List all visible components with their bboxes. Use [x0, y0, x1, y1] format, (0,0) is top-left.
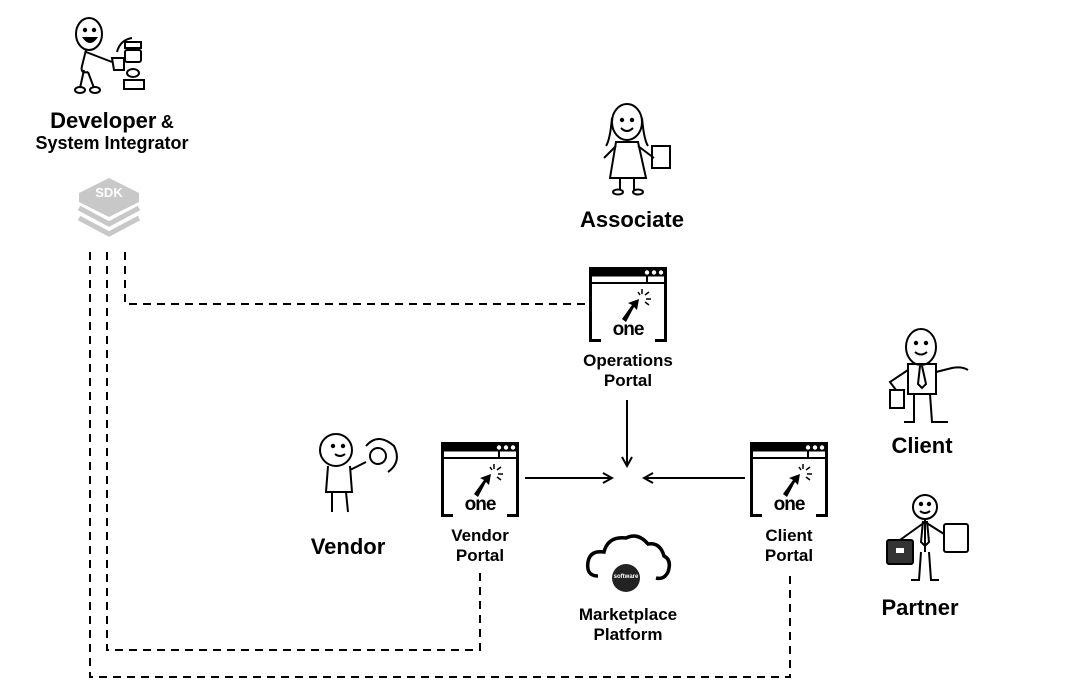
sdk-icon — [77, 178, 141, 237]
client-portal-label[interactable]: Client Portal — [729, 526, 849, 565]
vendor-label: Vendor — [310, 534, 386, 559]
marketplace-platform-label-line1: Marketplace — [578, 605, 678, 624]
developer-amp: & — [160, 112, 174, 132]
vendor-figure-icon — [319, 433, 398, 513]
operations-portal-label[interactable]: Operations Portal — [568, 351, 688, 390]
client-portal-brand: one — [773, 494, 806, 515]
marketplace-platform-label: Marketplace Platform — [558, 605, 698, 644]
developer-subtitle: System Integrator — [35, 133, 189, 154]
vendor-portal-label[interactable]: Vendor Portal — [420, 526, 540, 565]
connector-sdk-operations — [124, 252, 588, 305]
sdk-label: SDK — [95, 185, 123, 200]
client-label: Client — [891, 433, 953, 458]
operations-portal-label-line1: Operations — [583, 351, 673, 370]
partner-figure-icon — [886, 494, 969, 581]
developer-title: Developer — [50, 108, 157, 133]
vendor-portal-label-line1: Vendor — [451, 526, 509, 545]
client-figure-icon — [888, 328, 969, 423]
associate-figure-icon — [603, 103, 671, 196]
marketplace-cloud-icon — [585, 534, 672, 592]
connector-sdk-vendor — [106, 252, 481, 651]
developer-figure-icon — [74, 17, 145, 94]
operations-portal-label-line2: Portal — [603, 370, 653, 390]
developer-label: Developer & System Integrator — [22, 108, 202, 154]
partner-label: Partner — [881, 595, 959, 620]
client-portal-label-line1: Client — [765, 526, 813, 545]
vendor-portal-label-line2: Portal — [455, 545, 505, 565]
vendor-portal-brand: one — [464, 494, 497, 515]
operations-portal-brand: one — [612, 319, 645, 340]
connector-sdk-client — [89, 252, 791, 678]
marketplace-platform-label-line2: Platform — [593, 624, 663, 644]
associate-label: Associate — [580, 207, 684, 232]
software-badge: software — [613, 574, 639, 580]
client-portal-label-line2: Portal — [764, 545, 814, 565]
